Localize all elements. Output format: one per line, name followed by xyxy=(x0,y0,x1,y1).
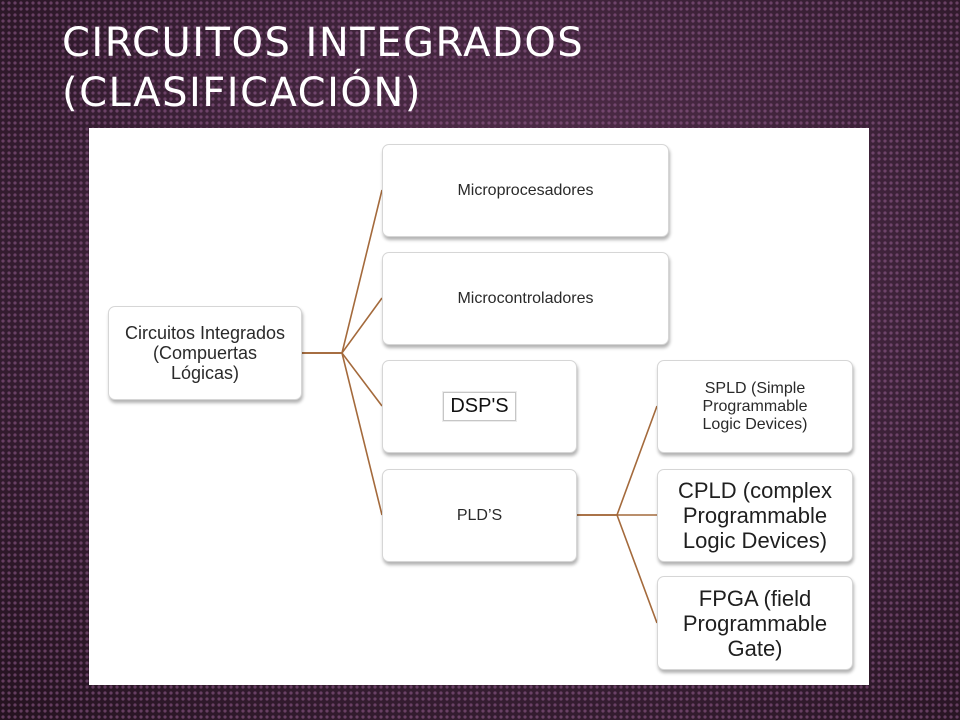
connector-root-dsp xyxy=(302,352,383,407)
node-dsps: DSP'S xyxy=(382,360,577,453)
node-label: PLD’S xyxy=(456,506,503,524)
node-fpga: FPGA (field Programmable Gate) xyxy=(657,576,853,670)
node-label-line: Programmable xyxy=(682,610,828,636)
connector-plds-spld xyxy=(577,405,658,516)
node-label-line: Lógicas) xyxy=(170,363,240,383)
connector-root-plds xyxy=(302,352,383,516)
node-label: Microcontroladores xyxy=(457,289,594,307)
node-cpld: CPLD (complex Programmable Logic Devices… xyxy=(657,469,853,562)
node-spld: SPLD (Simple Programmable Logic Devices) xyxy=(657,360,853,453)
node-label-line: Programmable xyxy=(682,503,828,528)
node-label: DSP'S xyxy=(443,392,516,421)
connector-root-microprocesadores xyxy=(302,189,383,354)
node-microprocesadores: Microprocesadores xyxy=(382,144,669,237)
node-label-line: SPLD (Simple xyxy=(704,379,806,397)
node-circuitos-integrados: Circuitos Integrados (Compuertas Lógicas… xyxy=(108,306,302,400)
node-label-line: Gate) xyxy=(727,635,783,661)
node-label-line: (Compuertas xyxy=(152,343,258,363)
connector-lines xyxy=(302,189,658,624)
node-microcontroladores: Microcontroladores xyxy=(382,252,669,345)
node-label-line: Logic Devices) xyxy=(682,528,828,553)
slide-title: CIRCUITOS INTEGRADOS (CLASIFICACIÓN) xyxy=(62,18,584,118)
node-plds: PLD’S xyxy=(382,469,577,562)
slide-title-line-2: (CLASIFICACIÓN) xyxy=(62,70,422,116)
connector-plds-fpga xyxy=(577,514,658,624)
node-label: Microprocesadores xyxy=(457,181,594,199)
node-label-line: Circuitos Integrados xyxy=(124,323,286,343)
node-label-line: FPGA (field xyxy=(698,585,812,611)
node-label-line: Logic Devices) xyxy=(702,415,808,433)
node-label-line: CPLD (complex xyxy=(677,478,833,503)
connector-root-microcontroladores xyxy=(302,297,383,354)
classification-diagram: Circuitos Integrados (Compuertas Lógicas… xyxy=(89,128,869,685)
slide-title-line-1: CIRCUITOS INTEGRADOS xyxy=(62,20,585,66)
node-label-line: Programmable xyxy=(702,397,808,415)
